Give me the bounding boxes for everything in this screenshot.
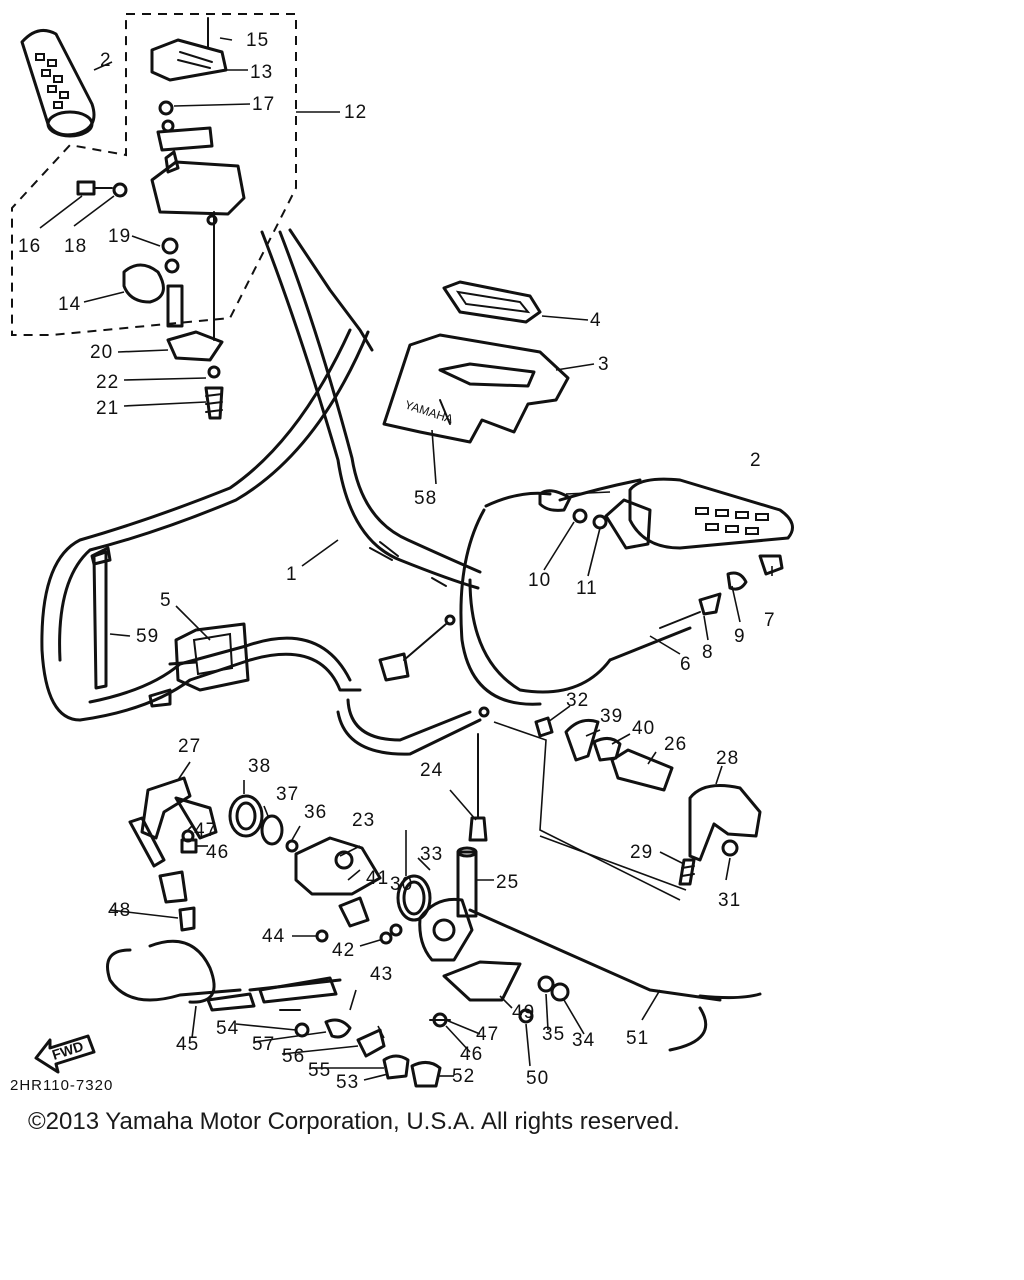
part-label: 35: [542, 1024, 565, 1045]
part-label: 18: [64, 236, 87, 257]
part-label: 32: [566, 690, 589, 711]
part-label: 27: [178, 736, 201, 757]
part-label: 34: [572, 1030, 595, 1051]
part-label: 29: [630, 842, 653, 863]
group-12-outline: [11, 13, 297, 336]
part-label: 54: [216, 1018, 239, 1039]
part-label: 3: [598, 354, 610, 375]
part-label: 16: [18, 236, 41, 257]
part-label: 23: [352, 810, 375, 831]
handlebar: [260, 230, 482, 590]
part-label: 2: [750, 450, 762, 471]
part-label: 47: [194, 820, 217, 841]
part-label: 42: [332, 940, 355, 961]
misc-parts: [90, 546, 490, 718]
part-label: 31: [718, 890, 741, 911]
part-label: 47: [476, 1024, 499, 1045]
part-label: 26: [664, 734, 687, 755]
part-label: 58: [414, 488, 437, 509]
part-label: 57: [252, 1034, 275, 1055]
part-label: 22: [96, 372, 119, 393]
part-label: 21: [96, 398, 119, 419]
part-label: 48: [108, 900, 131, 921]
part-label: 38: [248, 756, 271, 777]
part-label: 33: [420, 844, 443, 865]
part-label: 13: [250, 62, 273, 83]
part-label: 25: [496, 872, 519, 893]
part-label: 39: [600, 706, 623, 727]
copyright-notice: ©2013 Yamaha Motor Corporation, U.S.A. A…: [28, 1108, 680, 1135]
part-label: 20: [90, 342, 113, 363]
brand-text: YAMAHA: [403, 398, 455, 427]
diagram-code: 2HR110-7320: [10, 1077, 113, 1094]
part-label: 7: [764, 610, 776, 631]
part-label: 12: [344, 102, 367, 123]
part-label: 45: [176, 1034, 199, 1055]
part-label: 46: [206, 842, 229, 863]
part-labels: 1 2 2 3 4 5 6 7 8 9 10 11 12 13 14 15 16…: [18, 30, 776, 1093]
part-label: 15: [246, 30, 269, 51]
part-label: 52: [452, 1066, 475, 1087]
part-label: 8: [702, 642, 714, 663]
part-label: 30: [390, 874, 413, 895]
part-label: 56: [282, 1046, 305, 1067]
leader-lines: [39, 37, 773, 1081]
throttle-housing: [76, 17, 246, 420]
part-label: 46: [460, 1044, 483, 1065]
part-label: 24: [420, 760, 443, 781]
lever-parts: [534, 716, 762, 886]
left-grip: [20, 28, 96, 138]
part-label: 36: [304, 802, 327, 823]
part-label: 28: [716, 748, 739, 769]
diagram-canvas: YAMAHA: [10, 13, 794, 1094]
part-label: 43: [370, 964, 393, 985]
part-label: 53: [336, 1072, 359, 1093]
parts-diagram: YAMAHA: [10, 13, 794, 1094]
part-label: 4: [590, 310, 602, 331]
part-label: 40: [632, 718, 655, 739]
part-label: 2: [100, 50, 112, 71]
part-label: 50: [526, 1068, 549, 1089]
master-cylinder: [128, 733, 570, 1088]
part-label: 11: [576, 578, 598, 599]
meter-cover: YAMAHA: [382, 280, 570, 444]
part-label: 44: [262, 926, 285, 947]
part-label: 1: [286, 564, 298, 585]
part-label: 41: [366, 868, 389, 889]
right-grip: [538, 477, 794, 629]
part-label: 5: [160, 590, 172, 611]
part-label: 59: [136, 626, 159, 647]
part-label: 37: [276, 784, 299, 805]
part-label: 17: [252, 94, 275, 115]
fwd-arrow: FWD: [34, 1034, 96, 1074]
part-label: 49: [512, 1002, 535, 1023]
part-label: 14: [58, 294, 81, 315]
part-label: 10: [528, 570, 551, 591]
part-label: 55: [308, 1060, 331, 1081]
part-label: 9: [734, 626, 746, 647]
part-label: 19: [108, 226, 131, 247]
part-label: 51: [626, 1028, 649, 1049]
part-label: 6: [680, 654, 692, 675]
